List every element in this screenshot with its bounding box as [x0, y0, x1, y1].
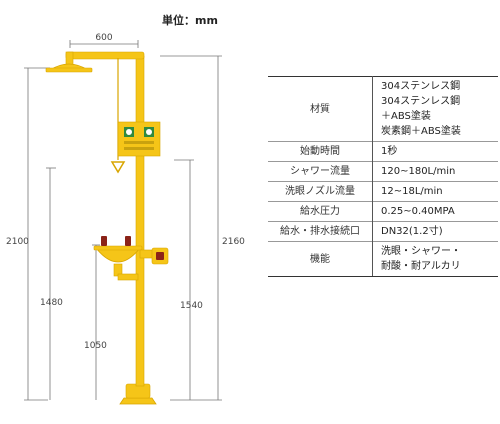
spec-row: 始動時間 1秒: [268, 141, 498, 162]
spec-value: 1秒: [372, 141, 498, 162]
spec-row: 給水圧力 0.25~0.40MPA: [268, 201, 498, 222]
dimension-lines: [24, 40, 222, 401]
spec-label: シャワー流量: [268, 161, 373, 182]
spec-label: 機能: [268, 241, 373, 277]
eyewash-nozzle-right: [125, 236, 131, 246]
spec-value: 12~18L/min: [372, 181, 498, 202]
spec-row: 洗眼ノズル流量 12~18L/min: [268, 181, 498, 202]
spec-row: 機能洗眼・シャワー・耐酸・耐アルカリ: [268, 241, 498, 277]
unit-title: 単位：mm: [162, 14, 218, 27]
spec-value-line: 0.25~0.40MPA: [381, 206, 455, 217]
spec-row: 材質 304ステンレス鋼 304ステンレス鋼 ＋ABS塗装炭素鋼＋ABS塗装: [268, 76, 498, 142]
spec-value-line: 304ステンレス鋼: [381, 96, 461, 107]
spec-value-line: DN32(1.2寸): [381, 226, 443, 237]
dim-2100: 2100: [6, 237, 29, 247]
spec-value-line: 120~180L/min: [381, 166, 456, 177]
dimension-labels: 600 2100 1480 1050 2160 1540: [6, 33, 245, 351]
spec-label: 洗眼ノズル流量: [268, 181, 373, 202]
dim-1540: 1540: [180, 301, 203, 311]
spec-label: 給水・排水接続口: [268, 221, 373, 242]
spec-value-line: 洗眼・シャワー・: [381, 246, 461, 257]
spec-label: 材質: [268, 76, 373, 142]
spec-value-line: 12~18L/min: [381, 186, 443, 197]
spec-value-line: 304ステンレス鋼: [381, 81, 461, 92]
spec-value: 洗眼・シャワー・耐酸・耐アルカリ: [372, 241, 498, 277]
spec-value-line: 1秒: [381, 146, 398, 157]
dim-2160: 2160: [222, 237, 245, 247]
main-pipe: [135, 55, 145, 387]
spec-value: 0.25~0.40MPA: [372, 201, 498, 222]
spec-row: シャワー流量 120~180L/min: [268, 161, 498, 182]
spec-table: 材質 304ステンレス鋼 304ステンレス鋼 ＋ABS塗装炭素鋼＋ABS塗装始動時間 1…: [268, 76, 498, 277]
dim-600: 600: [95, 33, 112, 43]
dim-1050: 1050: [84, 341, 107, 351]
spec-value-line: 耐酸・耐アルカリ: [381, 261, 461, 272]
spec-row: 給水・排水接続口 DN32(1.2寸): [268, 221, 498, 242]
spec-value: 304ステンレス鋼 304ステンレス鋼 ＋ABS塗装炭素鋼＋ABS塗装: [372, 76, 498, 142]
spec-label: 始動時間: [268, 141, 373, 162]
pull-handle: [110, 161, 126, 174]
spec-value: DN32(1.2寸): [372, 221, 498, 242]
spec-value-line: ＋ABS塗装: [381, 111, 431, 122]
shower-unit: [45, 51, 169, 405]
floor-base: [119, 397, 157, 405]
spec-value: 120~180L/min: [372, 161, 498, 182]
spec-value-line: 炭素鋼＋ABS塗装: [381, 126, 461, 137]
spec-label: 給水圧力: [268, 201, 373, 222]
dim-1480: 1480: [40, 298, 63, 308]
eyewash-nozzle-left: [101, 236, 107, 246]
top-arm: [65, 51, 145, 60]
